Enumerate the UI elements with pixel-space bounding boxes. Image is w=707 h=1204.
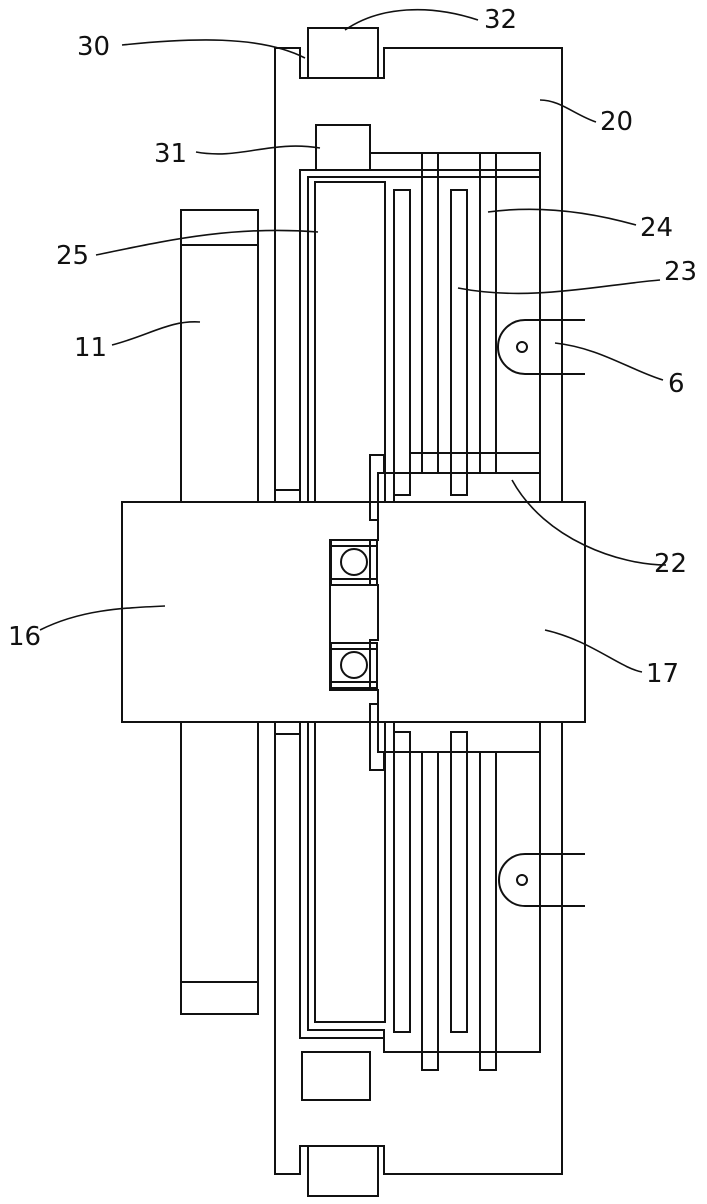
label-31: 31 [154, 139, 187, 169]
label-24: 24 [640, 213, 673, 243]
label-23: 23 [664, 257, 697, 287]
seal-32-lower [307, 1145, 379, 1197]
seal-32-upper [307, 27, 379, 79]
bearing-lower [330, 642, 378, 689]
label-22: 22 [654, 549, 687, 579]
reference-labels: 30 32 20 31 24 25 23 11 6 22 16 17 [8, 5, 697, 689]
label-20: 20 [600, 107, 633, 137]
label-32: 32 [484, 5, 517, 35]
part-11-plate [180, 209, 259, 1015]
label-11: 11 [74, 333, 107, 363]
label-6: 6 [668, 369, 685, 399]
part-6-rod-upper [497, 319, 585, 375]
seal-31-lower [301, 1051, 371, 1101]
part-20-housing [274, 47, 563, 1175]
shaft-16 [121, 501, 379, 723]
part-6-rod-lower [498, 853, 585, 907]
seal-31-upper [315, 124, 371, 171]
label-30: 30 [77, 32, 110, 62]
label-25: 25 [56, 241, 89, 271]
friction-plates-lower [384, 731, 540, 1071]
shaft-17 [369, 501, 586, 723]
label-17: 17 [646, 659, 679, 689]
bearing-upper [330, 539, 378, 586]
friction-plates-upper [393, 152, 540, 496]
leader-lines [39, 8, 667, 673]
part-22-hub-lower [369, 721, 541, 771]
label-16: 16 [8, 622, 41, 652]
